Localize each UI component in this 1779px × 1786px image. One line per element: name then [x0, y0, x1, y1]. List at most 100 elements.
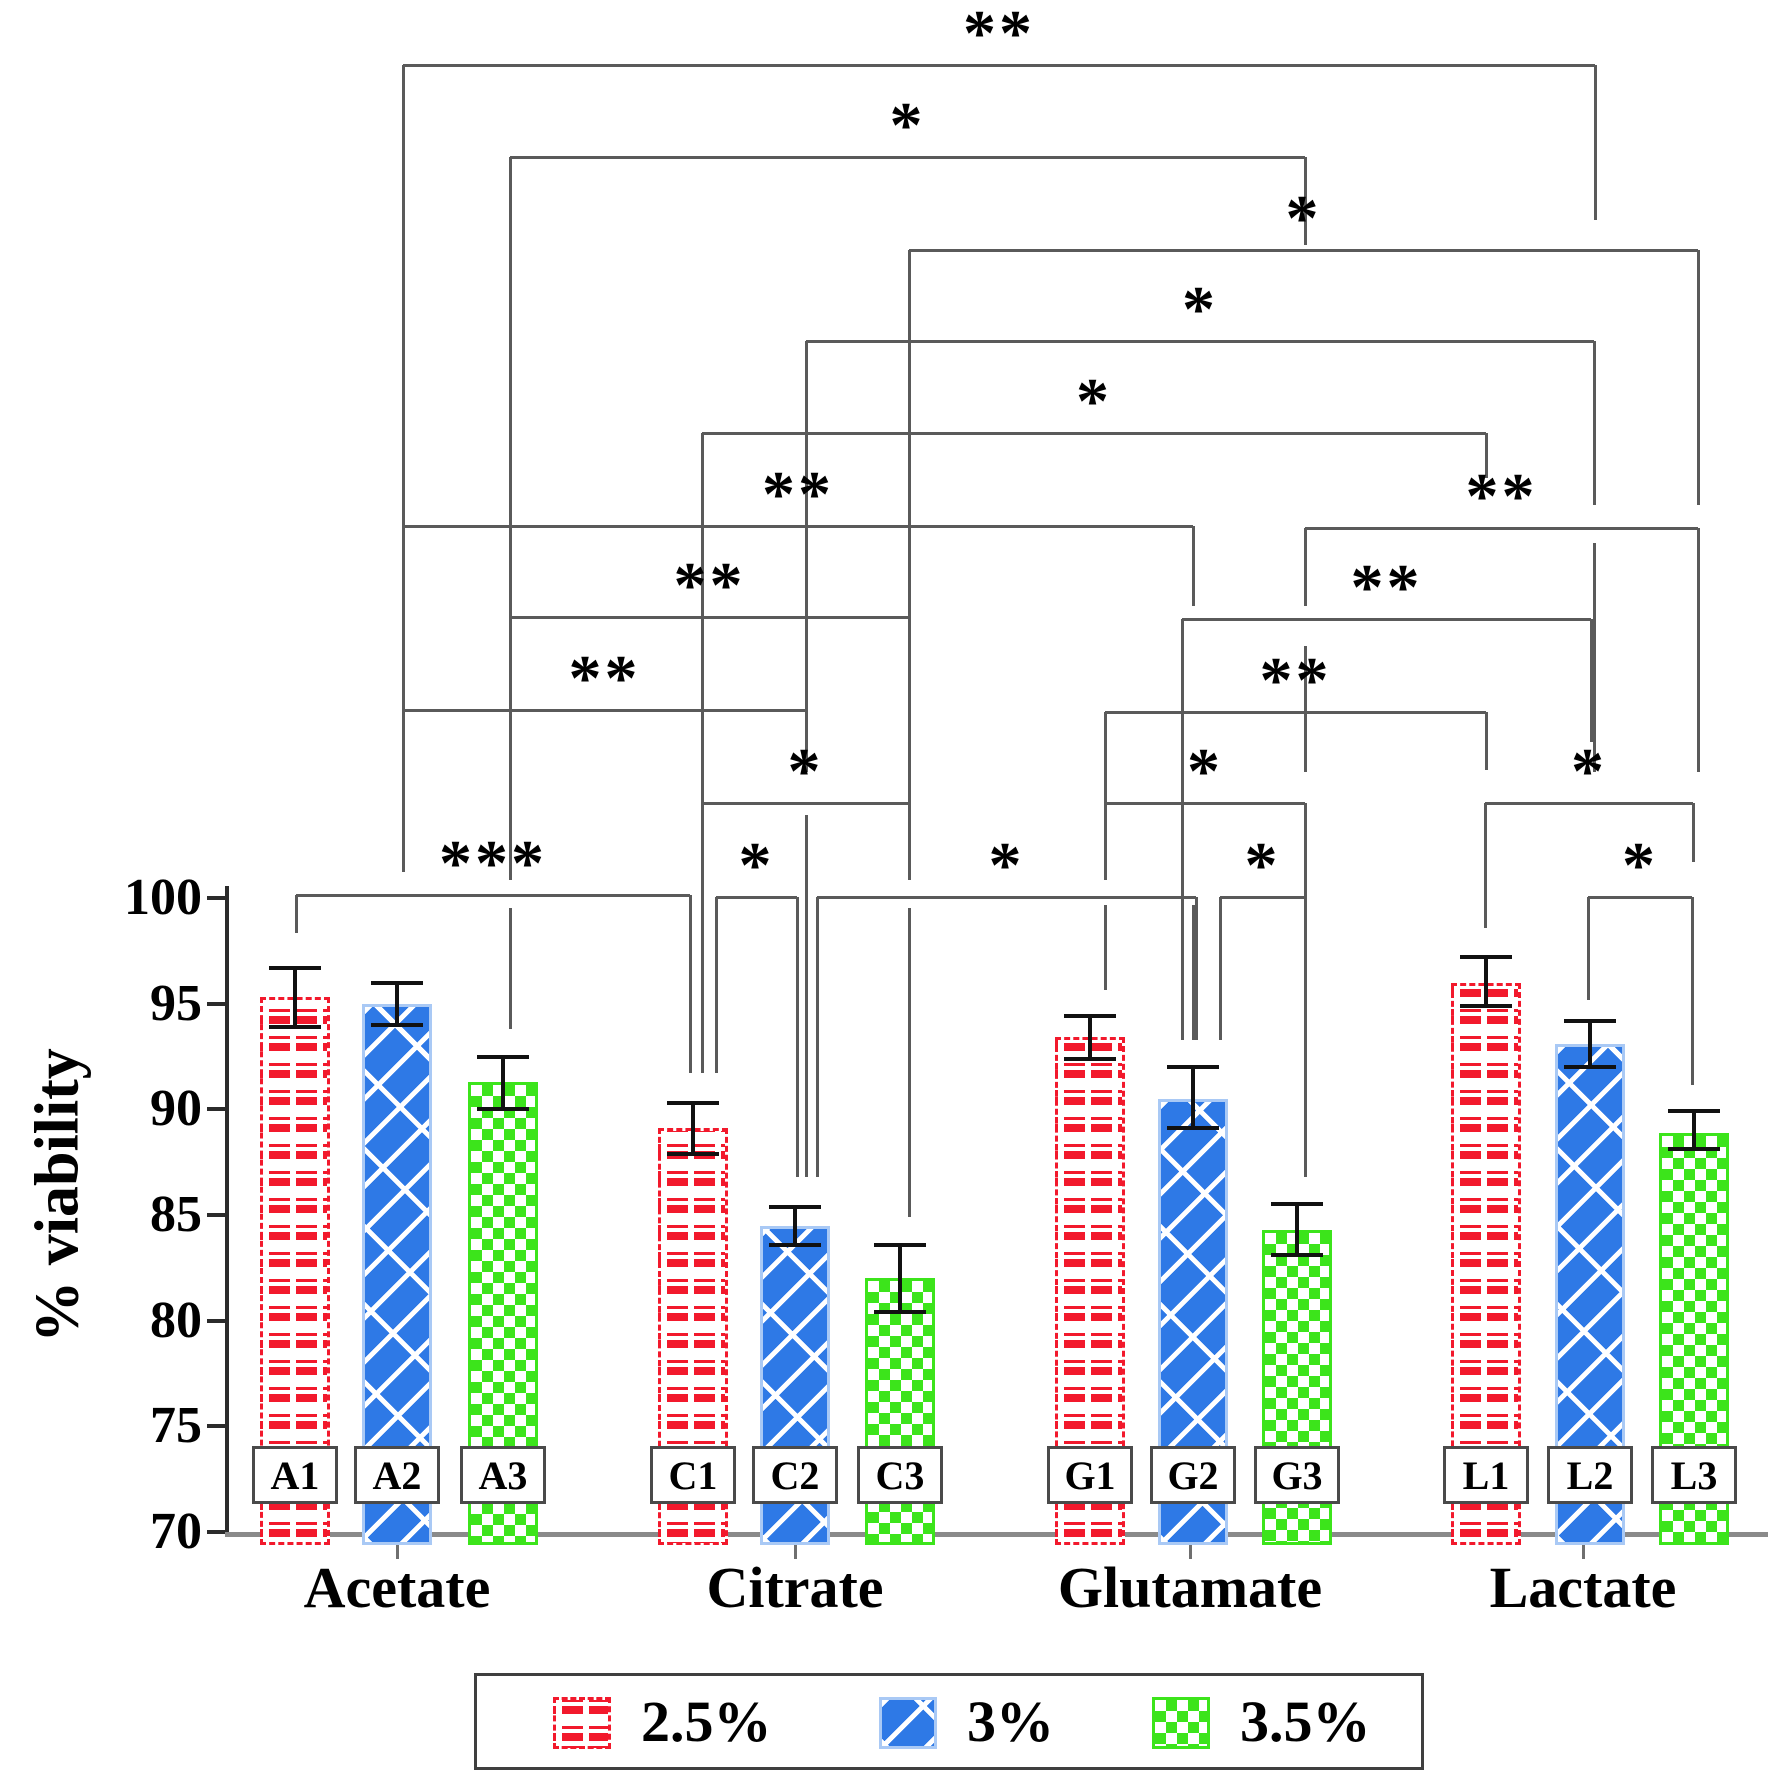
sig-bracket-line [403, 709, 806, 712]
sig-stars: * [787, 735, 824, 808]
sig-bracket-line [909, 249, 1698, 252]
bar-tag-L2: L2 [1547, 1446, 1633, 1504]
x-axis-line [225, 1532, 1768, 1537]
sig-bracket-line [817, 896, 1196, 899]
error-bar-cap-bottom [371, 1022, 423, 1027]
sig-stars: *** [439, 827, 547, 900]
sig-bracket-line [1485, 802, 1693, 805]
error-bar-cap-bottom [874, 1310, 926, 1315]
error-bar-stem [1088, 1016, 1092, 1059]
error-bar-cap-bottom [477, 1107, 529, 1112]
bar-tag-L3: L3 [1651, 1446, 1737, 1504]
sig-bracket-stub [805, 341, 808, 772]
sig-stars: * [1285, 182, 1322, 255]
error-bar-cap-top [769, 1204, 821, 1209]
sig-stars: ** [1259, 644, 1332, 717]
sig-stars: * [1182, 273, 1218, 346]
sig-bracket-stub [1192, 905, 1195, 1040]
sig-bracket-stub [509, 157, 512, 880]
sig-bracket-stub [509, 908, 512, 1029]
sig-bracket-line [1588, 896, 1692, 899]
sig-bracket-stub [402, 65, 405, 872]
sig-bracket-stub [1590, 619, 1593, 742]
sig-bracket-line [510, 156, 1305, 159]
error-bar-cap-top [1564, 1018, 1616, 1023]
error-bar-stem [1692, 1111, 1696, 1150]
sig-bracket-stub [1485, 433, 1488, 478]
sig-bracket-line [1305, 527, 1698, 530]
sig-stars: * [1571, 735, 1607, 808]
error-bar-stem [293, 967, 297, 1027]
error-bar-stem [793, 1206, 797, 1245]
bar-C3 [865, 1278, 935, 1545]
bar-tag-A3: A3 [460, 1446, 546, 1504]
y-tick [207, 1213, 225, 1217]
sig-bracket-stub [796, 897, 799, 1177]
y-tick [207, 1424, 225, 1429]
error-bar-stem [395, 982, 399, 1025]
x-group-label: Acetate [303, 1555, 491, 1620]
sig-bracket-line [702, 802, 909, 805]
error-bar-stem [1484, 957, 1488, 1006]
bar-tag-C2: C2 [752, 1446, 838, 1504]
sig-stars: * [1244, 829, 1281, 902]
sig-bracket-line [716, 896, 797, 899]
sig-bracket-stub [1192, 526, 1195, 606]
error-bar-cap-bottom [1271, 1253, 1323, 1258]
x-group-tick [396, 1537, 399, 1559]
sig-stars: ** [568, 642, 641, 715]
x-group-label: Glutamate [1057, 1555, 1323, 1620]
sig-bracket-line [1220, 896, 1305, 899]
sig-bracket-stub [1697, 528, 1700, 772]
sig-bracket-stub [816, 897, 819, 1177]
sig-bracket-stub [1593, 543, 1596, 772]
sig-bracket-stub [1594, 65, 1597, 220]
sig-bracket-stub [715, 897, 718, 1073]
error-bar-cap-bottom [269, 1024, 321, 1029]
sig-stars: ** [1350, 551, 1423, 624]
sig-bracket-stub [1691, 897, 1694, 1085]
sig-bracket-line [702, 432, 1486, 435]
sig-bracket-stub [1304, 646, 1307, 772]
y-tick-label: 95 [150, 974, 202, 1032]
sig-bracket-line [510, 616, 909, 619]
sig-bracket-stub [1304, 528, 1307, 606]
sig-stars: * [1187, 735, 1223, 808]
sig-bracket-stub [1195, 897, 1198, 1040]
sig-bracket-line [806, 340, 1594, 343]
error-bar-cap-top [1460, 955, 1512, 960]
sig-bracket-stub [701, 433, 704, 1073]
sig-bracket-stub [1104, 905, 1107, 990]
sig-bracket-stub [1697, 250, 1700, 505]
error-bar-cap-bottom [1564, 1065, 1616, 1070]
x-group-label: Citrate [706, 1555, 884, 1620]
error-bar-cap-top [1271, 1202, 1323, 1207]
y-axis-line [225, 886, 229, 1536]
legend-swatch-2.5pct-icon [553, 1697, 611, 1749]
sig-stars: * [988, 829, 1025, 902]
sig-bracket-stub [1219, 897, 1222, 1040]
y-tick-label: 100 [124, 869, 202, 926]
y-tick-label: 75 [150, 1397, 202, 1455]
x-group-tick [1189, 1537, 1192, 1559]
sig-bracket-stub [689, 895, 692, 1073]
bar-tag-G1: G1 [1047, 1446, 1133, 1504]
error-bar-cap-top [1064, 1014, 1116, 1019]
sig-bracket-stub [908, 250, 911, 880]
bar-tag-G3: G3 [1254, 1446, 1340, 1504]
bar-tag-L1: L1 [1443, 1446, 1529, 1504]
sig-bracket-line [1182, 618, 1591, 621]
error-bar-cap-top [874, 1242, 926, 1247]
bar-tag-A1: A1 [252, 1446, 338, 1504]
error-bar-cap-top [1167, 1065, 1219, 1070]
legend-label-3pct: 3% [967, 1689, 1054, 1754]
error-bar-cap-bottom [1064, 1056, 1116, 1061]
y-tick [207, 1530, 225, 1534]
bar-tag-G2: G2 [1150, 1446, 1236, 1504]
sig-stars: ** [1465, 460, 1538, 533]
sig-stars: * [738, 829, 775, 902]
error-bar-stem [691, 1102, 695, 1154]
sig-bracket-line [403, 64, 1595, 67]
y-tick-label: 70 [150, 1503, 202, 1560]
